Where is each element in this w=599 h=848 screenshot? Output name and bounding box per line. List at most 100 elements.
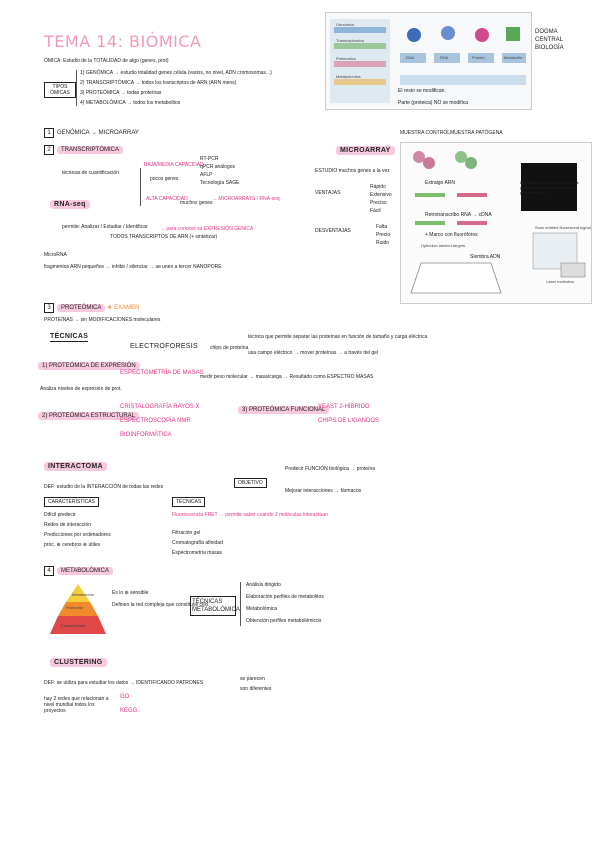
chips-proteina: chips de proteína [210,345,249,351]
omics-pyramid [50,584,106,634]
electroforesis: ELECTROFORESIS [130,343,198,350]
espectometria-masas: ESPECTOMETRÍA DE MASAS [120,370,204,376]
pyramid-label-proteome: Proteome [66,605,84,610]
omica-item-4: 4) METABOLÓMICA → todos los metabolitos [80,100,181,106]
microrna-desc: fragmentos ARN pequeños → inhibir / sile… [44,264,222,270]
clustering-side-2: son diferentes [240,686,272,692]
expresion-desc: Analiza niveles de expresión de prot. [40,386,122,392]
bracket [140,168,141,206]
retrotranscribo: Retrotranscribo RNA → cDNA [425,212,492,218]
caracteristica-4: proc. ⊕ cerebros ⊕ útiles [44,542,101,548]
proteomica-funcional: 3) PROTEÓMICA FUNCIONAL [238,406,330,414]
funcional-item-1: YEAST 2-HÍBRIDO [318,404,370,410]
baja-item-1: RT-PCR [200,156,219,162]
omica-item-3: 3) PROTEÓMICA → todas proteínas [80,90,162,96]
objetivo-label: OBJETIVO [234,478,267,488]
clustering-side-1: se parecen [240,676,265,682]
ventaja-2: Extensivo [370,192,392,198]
omica-item-1: 1) GENÓMICA → estudio totalidad genes cé… [80,70,272,76]
funcional-item-2: CHIPS DE LIGANDOS [318,418,380,424]
interactoma-tecnica-4: Espectrometría masas [172,550,223,556]
alta-sub: muchos genes [180,200,213,206]
dogma-label: DOGMA CENTRAL BIOLOGÍA [535,29,564,51]
metabolomica-desc-2: Definen la red compleja que constituye c… [112,602,209,608]
objetivo-item-1: Predecir FUNCIÓN biológica → proteína [285,466,376,472]
omica-item-2: 2) TRANSCRIPTÓMICA → todos los transcrip… [80,80,237,86]
desventaja-3: Ruido [376,240,390,246]
caracteristica-3: Predicciones por ordenadores [44,532,111,538]
metabolomica-desc-1: Es lo ⊕ sensible [112,590,149,596]
tecnicas-heading: TÉCNICAS [50,333,89,342]
fig-label-dna: DNA [406,55,415,60]
tecnicas-metabolomica: TÉCNICAS METABOLÓMICA [190,596,240,616]
dogma-diagram [330,19,526,103]
tecnicas-cuantificacion: técnicas de cuantificación [62,170,119,176]
fig-label-rna: RNA [440,55,449,60]
laser-label: Laser excitation [546,279,575,284]
baja-item-2: qPCR análogos [200,164,236,170]
interactoma-def: DEF: estudio de la INTERACCIÓN de todas … [44,484,164,490]
scan-label: Scan emitted fluorescent signal [535,225,591,230]
interactoma-tecnica-1: Fluorescencia FRET → permite saber cuand… [172,512,328,518]
pyramid-label-metabolome: Metabolome [72,592,95,597]
rnaseq-desc-2: TODOS TRANSCRIPTOS DE ARN (+ sintetizar) [110,234,218,240]
interactoma-tecnica-2: Filtración gel [172,530,201,536]
estructural-item-1: CRISTALOGRAFÍA RAYOS X [120,404,200,410]
ventaja-3: Preciso [370,200,387,206]
rnaseq-desc-1: permite: Analizar / Estudiar / Identific… [62,224,148,230]
fig-label-protein: Protein [472,55,485,60]
bracket [76,70,77,106]
clustering-heading: CLUSTERING [50,658,107,667]
fig-label-transcriptomics: Transcriptomics [336,38,365,43]
clustering-hay: hay 2 redes que relacionan a nivel mundi… [44,696,109,714]
microarray-figure: Hybridize labeled targets Laser excitati… [400,142,592,304]
siembra-adn: Siembra ADN [470,254,501,260]
electroforesis-desc: técnica que permite separar las proteína… [248,334,428,340]
microarray-desc: ESTUDIO muchos genes a la vez [315,168,390,174]
microrna-label: MicroRNA [44,252,67,258]
extraigo-arn: Extraigo ARN [425,180,456,186]
fig-label-proteomics: Proteomics [336,56,357,61]
marco-fluoroforos: + Marco con fluoróforos [425,232,478,238]
interactoma-tecnica-3: Cromatografía afinidad [172,540,223,546]
clustering-def: DEF: se utiliza para estudiar los datos … [44,680,204,686]
metab-tecnica-2: Elaboración perfiles de metabolitos [246,594,324,600]
dogma-figure: Genomics Transcriptomics Proteomics Meta… [325,12,532,110]
tipos-omicas-label: TIPOS ÓMICAS [44,82,76,98]
depende-color: Dependiendo del color que salga puedo de… [520,180,579,195]
desventaja-1: Falta [376,224,388,230]
dogma-note-1: El resto se modifican. [398,88,446,94]
objetivo-item-2: Mejorar interacciones → fármacos [285,488,362,494]
rnaseq-heading: RNA-seq [50,200,90,209]
masas-desc: medir peso molecular → masa/carga → Resu… [200,374,374,380]
red-go: GO [120,694,130,700]
proteomica-def: PROTEÍNAS → sin MODIFICACIONES molecular… [44,317,161,323]
fig-label-metabolite: Metabolite [504,55,523,60]
page-title: TEMA 14: BIÓMICA [44,32,202,51]
metab-tecnica-4: Obtención perfiles metabolómicos [246,618,322,624]
omica-definition: ÓMICA: Estudio de la TOTALIDAD de algo (… [44,58,169,64]
alta-capacidad: ALTA CAPACIDAD [146,196,188,202]
caracteristica-2: Redes de interacción [44,522,91,528]
interactoma-tecnicas-label: TÉCNICAS [172,497,206,507]
estructural-item-3: BIOINFORMÁTICA [120,432,172,438]
bracket [240,582,241,626]
metab-tecnica-3: Metabolómica [246,606,278,612]
dogma-note-2: Parte (proteica) NO se modifica [398,100,469,106]
rnaseq-desc-3: → para conocer su EXPRESIÓN GÉNICA [160,226,254,232]
campo-electrico: usa campo eléctrico → mover proteínas → … [248,350,379,356]
ventajas-label: VENTAJAS [315,190,341,196]
desventajas-label: DESVENTAJAS [315,228,351,234]
microarray-diagram [410,151,586,294]
red-kegg: KEGG. [120,708,140,714]
fig-label-metabolomics: Metabolomics [336,74,361,79]
interactoma-heading: INTERACTOMA [44,462,107,471]
desventaja-2: Precio [376,232,391,238]
caracteristicas-label: CARACTERÍSTICAS [44,497,99,507]
ventaja-4: Fácil [370,208,381,214]
muestra-control: MUESTRA CONTROL [400,130,451,136]
muestra-patogena: MUESTRA PATÓGENA [450,130,503,136]
